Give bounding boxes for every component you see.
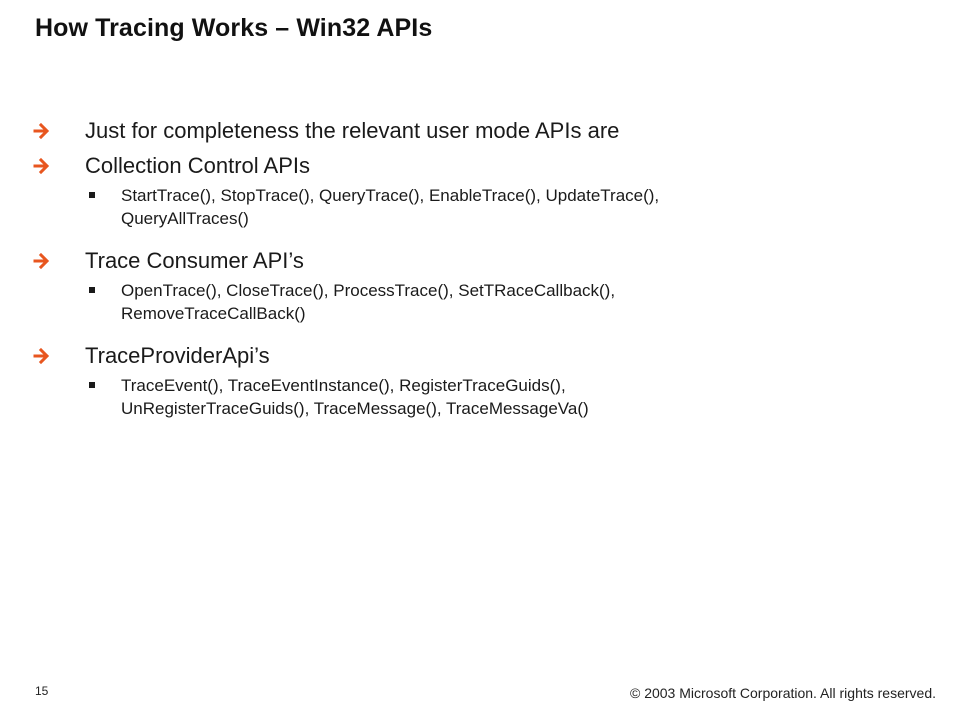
sub-bullet-text: StartTrace(), StopTrace(), QueryTrace(),… <box>121 186 660 205</box>
bullet-list: Just for completeness the relevant user … <box>0 114 960 434</box>
arrow-right-icon <box>33 347 50 365</box>
page-number: 15 <box>35 684 49 698</box>
slide-title: How Tracing Works – Win32 APIs <box>35 14 433 42</box>
sub-bullet-item: OpenTrace(), CloseTrace(), ProcessTrace(… <box>0 279 960 325</box>
bullet-item: Trace Consumer API’s <box>0 244 960 278</box>
sub-bullet-text: QueryAllTraces() <box>121 209 249 228</box>
sub-bullet-text: UnRegisterTraceGuids(), TraceMessage(), … <box>121 399 589 418</box>
bullet-text: Trace Consumer API’s <box>85 248 304 273</box>
square-bullet-icon <box>89 382 95 388</box>
sub-bullet-text: TraceEvent(), TraceEventInstance(), Regi… <box>121 376 566 395</box>
bullet-text: Collection Control APIs <box>85 153 310 178</box>
arrow-right-icon <box>33 252 50 270</box>
bullet-text: Just for completeness the relevant user … <box>85 118 620 143</box>
copyright-notice: © 2003 Microsoft Corporation. All rights… <box>629 685 936 701</box>
arrow-right-icon <box>33 122 50 140</box>
sub-bullet-text: OpenTrace(), CloseTrace(), ProcessTrace(… <box>121 281 616 300</box>
bullet-item: Collection Control APIs <box>0 149 960 183</box>
square-bullet-icon <box>89 192 95 198</box>
bullet-text: TraceProviderApi’s <box>85 343 270 368</box>
bullet-item: Just for completeness the relevant user … <box>0 114 960 148</box>
bullet-item: TraceProviderApi’s <box>0 339 960 373</box>
sub-bullet-item: StartTrace(), StopTrace(), QueryTrace(),… <box>0 184 960 230</box>
sub-bullet-item: TraceEvent(), TraceEventInstance(), Regi… <box>0 374 960 420</box>
square-bullet-icon <box>89 287 95 293</box>
arrow-right-icon <box>33 157 50 175</box>
sub-bullet-text: RemoveTraceCallBack() <box>121 304 306 323</box>
